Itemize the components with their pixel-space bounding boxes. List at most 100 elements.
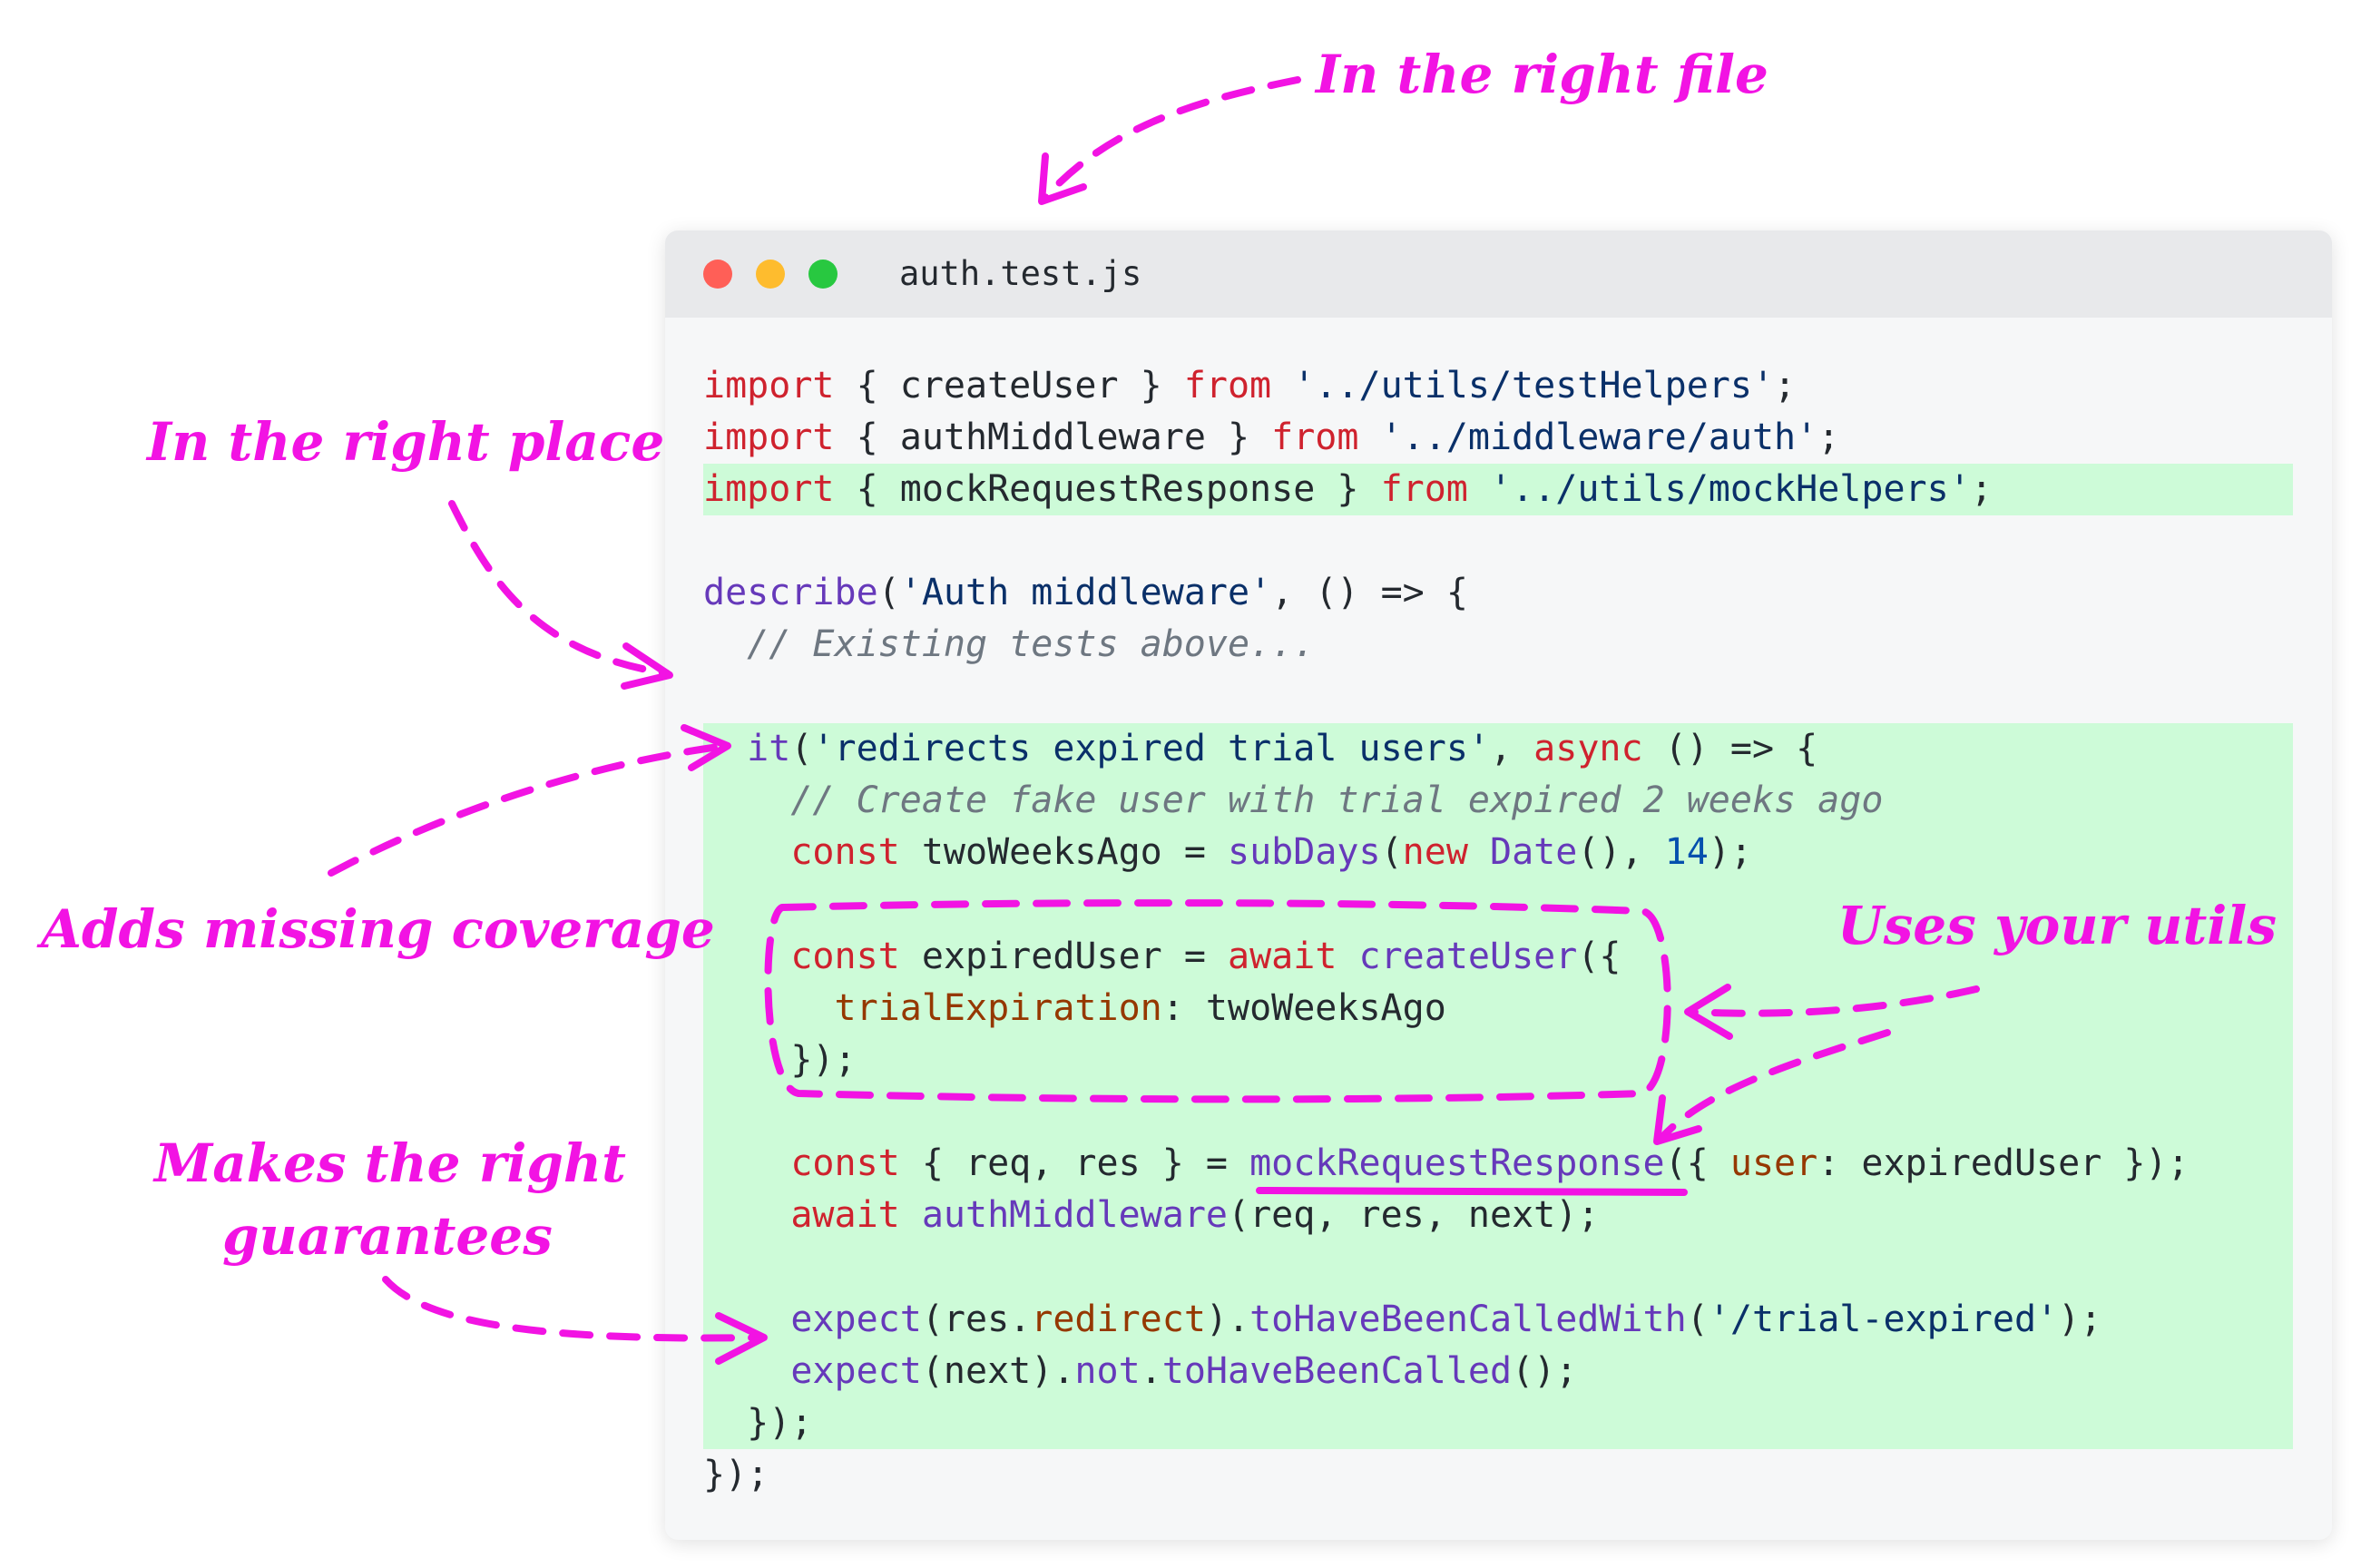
indent (703, 936, 790, 977)
annotation-guarantees-line-2: guarantees (222, 1205, 553, 1267)
code-text: ( (1380, 831, 1403, 873)
string: '../utils/mockHelpers' (1489, 468, 1971, 510)
code-text: ; (1817, 416, 1840, 458)
function-name: it (747, 728, 791, 769)
keyword: import (703, 416, 835, 458)
string: '../utils/testHelpers' (1293, 365, 1775, 407)
code-text: { createUser } (834, 365, 1184, 407)
keyword: import (703, 365, 835, 407)
code-text: (); (1512, 1350, 1578, 1392)
annotation-missing-coverage: Adds missing coverage (41, 898, 715, 960)
code-text: () => { (1642, 728, 1818, 769)
keyword: const (790, 936, 900, 977)
code-text: ). (1205, 1298, 1250, 1340)
code-text (1468, 468, 1490, 510)
keyword: async (1533, 728, 1643, 769)
code-text: , (1489, 728, 1534, 769)
code-text: ); (2058, 1298, 2102, 1340)
code-line-4: describe('Auth middleware', () => { (703, 567, 1468, 619)
keyword: const (790, 1142, 900, 1184)
code-line-2: import { authMiddleware } from '../middl… (703, 412, 1839, 464)
keyword: new (1402, 831, 1468, 873)
keyword: from (1271, 416, 1359, 458)
highlight-import (703, 464, 2293, 515)
annotation-guarantees-line-1: Makes the right (154, 1132, 626, 1194)
code-text: { req, res } = (899, 1142, 1250, 1184)
annotation-right-place: In the right place (147, 411, 665, 473)
code-text: ; (1774, 365, 1797, 407)
close-dot[interactable] (703, 260, 732, 289)
code-text: ); (1708, 831, 1752, 873)
keyword: await (1227, 936, 1337, 977)
arrow-to-place (448, 500, 671, 677)
function-name: createUser (1358, 936, 1578, 977)
code-line-9: const expiredUser = await createUser({ (703, 931, 1621, 983)
keyword: await (790, 1194, 900, 1236)
keyword: from (1380, 468, 1468, 510)
code-text: (next). (921, 1350, 1075, 1392)
code-text: ; (1970, 468, 1993, 510)
code-text (1358, 416, 1380, 458)
function-name: toHaveBeenCalledWith (1249, 1298, 1687, 1340)
code-line-17: }); (703, 1454, 769, 1495)
code-line-7: // Create fake user with trial expired 2… (703, 779, 1884, 821)
code-text: twoWeeksAgo = (899, 831, 1228, 873)
code-text: ( (790, 728, 813, 769)
function-name: describe (703, 572, 878, 613)
string: '../middleware/auth' (1380, 416, 1818, 458)
property: trialExpiration (834, 987, 1162, 1029)
code-window: auth.test.js import { createUser } from … (665, 230, 2332, 1540)
code-text (1337, 936, 1358, 977)
property: redirect (1031, 1298, 1206, 1340)
code-text: ({ (1664, 1142, 1730, 1184)
code-text: ({ (1577, 936, 1621, 977)
annotation-right-file: In the right file (1316, 44, 1768, 105)
code-line-1: import { createUser } from '../utils/tes… (703, 360, 1796, 412)
property: user (1729, 1142, 1818, 1184)
code-line-10: trialExpiration: twoWeeksAgo (703, 983, 1446, 1034)
indent (703, 987, 835, 1029)
code-text: { mockRequestResponse } (834, 468, 1381, 510)
code-text (1468, 831, 1490, 873)
code-line-3: import { mockRequestResponse } from '../… (703, 464, 1993, 515)
code-text: ( (1686, 1298, 1709, 1340)
function-name: expect (790, 1350, 922, 1392)
function-name: not (1074, 1350, 1141, 1392)
file-name: auth.test.js (899, 254, 1142, 293)
code-line-8: const twoWeeksAgo = subDays(new Date(), … (703, 827, 1752, 878)
code-text: . (1140, 1350, 1162, 1392)
code-text: : expiredUser }); (1817, 1142, 2190, 1184)
code-text (900, 1194, 922, 1236)
code-line-11: }); (703, 1039, 857, 1081)
function-name: expect (790, 1298, 922, 1340)
indent (703, 728, 747, 769)
code-text: (req, res, next); (1228, 1194, 1600, 1236)
indent (703, 1350, 790, 1392)
indent (703, 1298, 790, 1340)
code-text: expiredUser = (899, 936, 1228, 977)
maximize-dot[interactable] (808, 260, 838, 289)
arrow-to-window-head (1038, 152, 1087, 205)
minimize-dot[interactable] (756, 260, 785, 289)
code-line-6: it('redirects expired trial users', asyn… (703, 723, 1817, 775)
code-text: (res. (921, 1298, 1032, 1340)
function-name: authMiddleware (921, 1194, 1228, 1236)
keyword: const (790, 831, 900, 873)
code-line-14: expect(res.redirect).toHaveBeenCalledWit… (703, 1294, 2101, 1346)
arrow-to-place-head (621, 642, 673, 690)
number: 14 (1664, 831, 1709, 873)
window-titlebar: auth.test.js (665, 230, 2332, 318)
string: '/trial-expired' (1708, 1298, 2059, 1340)
arrow-to-window (1040, 76, 1301, 203)
indent (703, 1142, 790, 1184)
code-line-5: // Existing tests above... (703, 623, 1316, 665)
function-name: toHaveBeenCalled (1161, 1350, 1513, 1392)
code-text: : twoWeeksAgo (1161, 987, 1446, 1029)
code-text (1271, 365, 1293, 407)
annotation-uses-utils: Uses your utils (1837, 895, 2277, 956)
function-name: subDays (1227, 831, 1381, 873)
keyword: from (1183, 365, 1272, 407)
string: 'Auth middleware' (899, 572, 1272, 613)
function-name: Date (1490, 831, 1578, 873)
code-text: , () => { (1271, 572, 1468, 613)
